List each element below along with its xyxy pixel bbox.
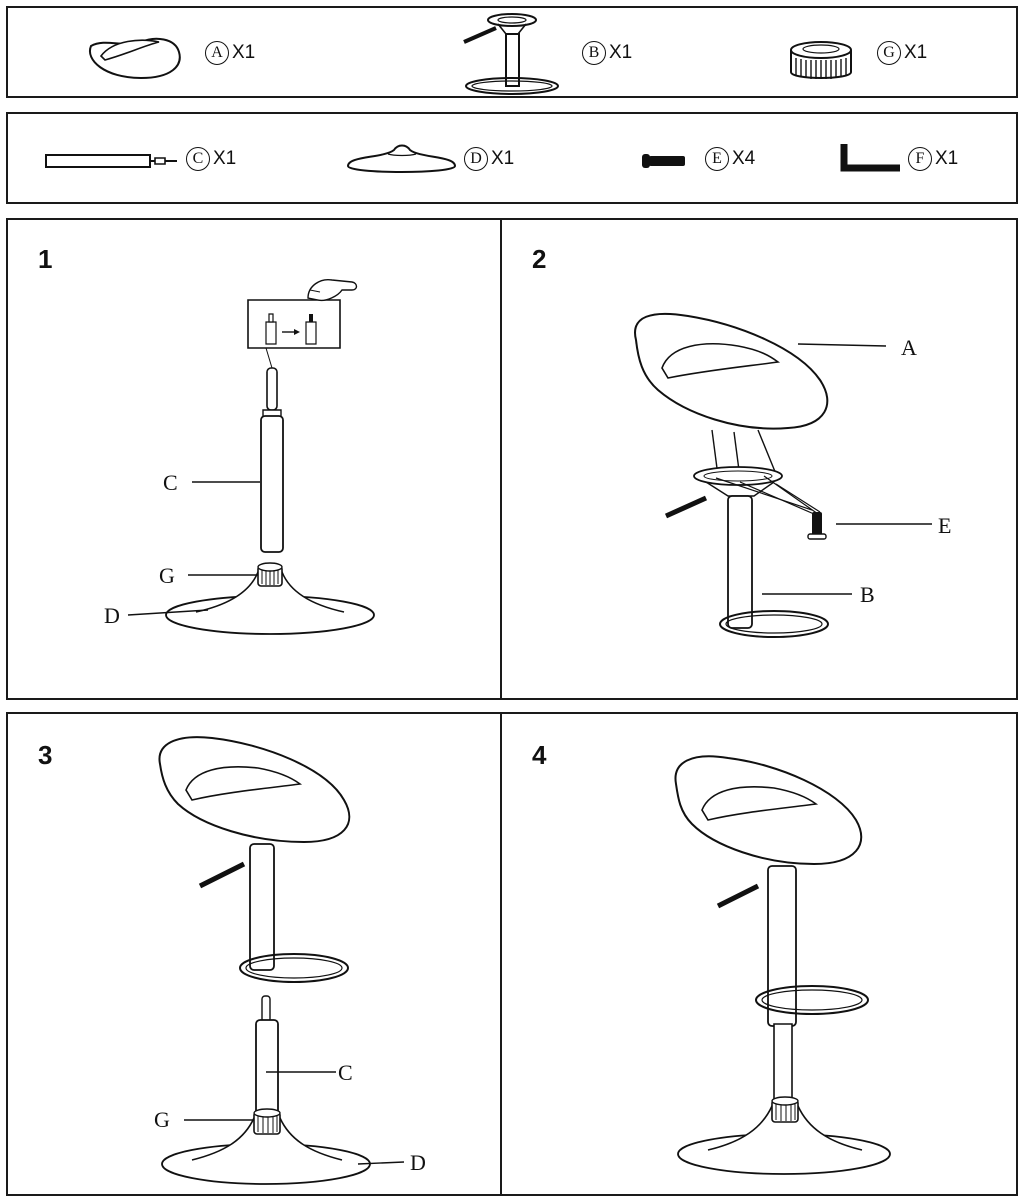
label-d: D <box>104 603 120 628</box>
step-3-illustration <box>8 714 504 1198</box>
part-qty: X4 <box>732 148 756 169</box>
part-qty: X1 <box>935 148 959 169</box>
part-f-label: F X1 <box>908 147 958 171</box>
parts-panel-top: A X1 B X1 G X1 <box>6 6 1018 98</box>
step-1-panel: 1 C G D <box>6 218 502 700</box>
label-g: G <box>159 563 175 588</box>
part-qty: X1 <box>904 42 928 63</box>
step-3-panel: 3 C G D <box>6 712 502 1196</box>
step-4-panel: 4 <box>500 712 1018 1196</box>
screw-icon <box>642 154 685 168</box>
label-a: A <box>901 335 917 360</box>
part-g-label: G X1 <box>877 41 927 65</box>
part-letter: E <box>705 147 729 171</box>
part-qty: X1 <box>491 148 515 169</box>
part-qty: X1 <box>232 42 256 63</box>
part-letter: G <box>877 41 901 65</box>
bushing-ring-icon <box>786 36 856 86</box>
part-qty: X1 <box>213 148 237 169</box>
parts-panel-bottom: C X1 D X1 E X4 F X1 <box>6 112 1018 204</box>
label-b: B <box>860 582 875 607</box>
step-number: 2 <box>532 244 547 274</box>
part-a-label: A X1 <box>205 41 255 65</box>
round-base-icon <box>344 140 459 180</box>
seat-shell-icon <box>83 28 188 83</box>
label-d: D <box>410 1150 426 1175</box>
step-2-illustration <box>502 220 1020 702</box>
part-letter: D <box>464 147 488 171</box>
step-number: 4 <box>532 740 547 770</box>
label-c: C <box>163 470 178 495</box>
step-1-illustration <box>8 220 504 702</box>
allen-key-icon <box>836 140 906 176</box>
part-letter: B <box>582 41 606 65</box>
step-2-panel: 2 A E B <box>500 218 1018 700</box>
part-e-label: E X4 <box>705 147 755 171</box>
part-qty: X1 <box>609 42 633 63</box>
step-number: 1 <box>38 244 53 274</box>
label-g: G <box>154 1107 170 1132</box>
part-letter: A <box>205 41 229 65</box>
part-letter: C <box>186 147 210 171</box>
part-letter: F <box>908 147 932 171</box>
column-footrest-icon <box>456 12 566 97</box>
label-c: C <box>338 1060 353 1085</box>
step-4-illustration <box>502 714 1020 1198</box>
part-b-label: B X1 <box>582 41 632 65</box>
part-c-label: C X1 <box>186 147 236 171</box>
gas-cylinder-icon <box>43 150 183 172</box>
label-e: E <box>938 513 952 538</box>
step-number: 3 <box>38 740 53 770</box>
part-d-label: D X1 <box>464 147 514 171</box>
